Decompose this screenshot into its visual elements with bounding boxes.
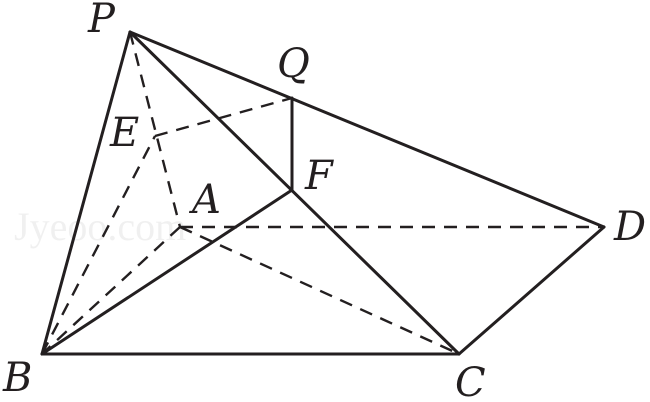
label-F: F	[304, 153, 334, 199]
edge-CD	[457, 225, 606, 356]
label-C: C	[455, 360, 486, 402]
label-B: B	[2, 355, 32, 401]
label-P: P	[87, 0, 116, 42]
edge-AC	[179, 225, 460, 356]
watermark-text: Jyeoo.com	[14, 204, 186, 249]
edge-PD	[128, 30, 606, 229]
edge-PB	[40, 30, 132, 356]
label-D: D	[613, 204, 646, 250]
edge-AB	[41, 226, 181, 355]
label-E: E	[109, 110, 139, 156]
label-A: A	[188, 177, 221, 223]
edge-PC	[128, 30, 461, 356]
label-Q: Q	[277, 41, 310, 87]
edge-BE	[40, 135, 157, 355]
edge-EQ	[154, 96, 293, 138]
edge-PA	[128, 31, 182, 228]
edge-BF	[40, 188, 294, 356]
